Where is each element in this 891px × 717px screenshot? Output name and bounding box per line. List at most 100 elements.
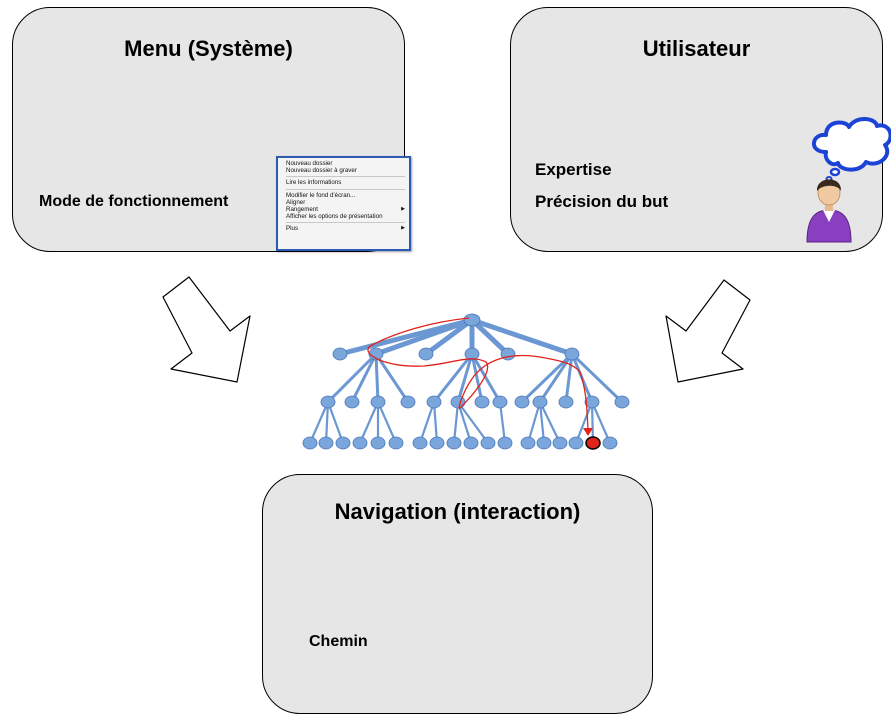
tree-edge <box>374 353 410 403</box>
tree-node <box>532 395 548 409</box>
tree-node <box>552 436 568 450</box>
tree-edge <box>308 401 330 444</box>
context-menu-item[interactable]: Nouveau dossier à graver <box>286 167 357 175</box>
tree-edge <box>538 401 546 444</box>
tree-node <box>568 436 584 450</box>
tree-node <box>388 436 404 450</box>
tree-node <box>426 395 442 409</box>
tree-edge <box>590 401 612 444</box>
tree-edge <box>590 401 595 444</box>
tree-node <box>463 436 479 450</box>
tree-edge <box>432 353 474 403</box>
expertise-label: Expertise <box>535 160 612 179</box>
path-arrowhead-icon <box>583 428 593 436</box>
target-node <box>585 436 601 450</box>
block-arrow-icon <box>665 279 751 383</box>
tree-edge <box>457 401 489 444</box>
tree-node <box>536 436 552 450</box>
context-menu-item[interactable]: Rangement▶ <box>286 206 405 214</box>
tree-node <box>302 436 318 450</box>
tree-node <box>352 436 368 450</box>
tree-edge <box>375 317 473 357</box>
tree-node <box>400 395 416 409</box>
tree-edge <box>452 401 460 444</box>
navigation-box: Navigation (interaction) Chemin <box>262 474 653 714</box>
tree-node <box>370 436 386 450</box>
tree-edge <box>470 353 484 403</box>
path-label: Chemin <box>309 633 368 650</box>
tree-node <box>418 347 434 361</box>
tree-edge <box>424 317 474 357</box>
context-menu-item[interactable]: Plus▶ <box>286 225 405 233</box>
tree-node <box>446 436 462 450</box>
tree-node <box>564 347 580 361</box>
thought-bubble-icon <box>812 117 891 182</box>
tree-node <box>558 395 574 409</box>
tree-nodes <box>302 313 630 450</box>
operating-mode-label: Mode de fonctionnement <box>39 193 229 210</box>
menu-system-title: Menu (Système) <box>124 36 293 61</box>
context-menu-separator <box>286 188 405 190</box>
goal-precision-label: Précision du but <box>535 192 669 211</box>
tree-edge <box>456 353 474 403</box>
tree-node <box>480 436 496 450</box>
tree-edge <box>471 317 573 357</box>
context-menu-separator <box>286 222 405 224</box>
tree-node <box>429 436 445 450</box>
tree-edge <box>374 353 380 403</box>
tree-edge <box>538 353 574 403</box>
tree-edge <box>564 353 574 403</box>
tree-edge <box>539 401 561 444</box>
tree-edge <box>324 401 330 444</box>
context-menu-item[interactable]: Nouveau dossier <box>286 160 333 167</box>
tree-edge <box>418 401 436 444</box>
tree-edge <box>574 401 594 444</box>
person-icon <box>806 179 852 243</box>
tree-edge <box>326 401 345 444</box>
tree-node <box>344 395 360 409</box>
tree-edge <box>498 401 507 444</box>
tree-node <box>514 395 530 409</box>
tree-node <box>463 313 481 327</box>
user-title: Utilisateur <box>642 36 751 61</box>
tree-node <box>450 395 466 409</box>
tree-node <box>332 347 348 361</box>
tree-edge <box>526 401 542 444</box>
tree-edge <box>456 401 473 444</box>
tree-edge <box>350 353 378 403</box>
context-menu: Nouveau dossier Nouveau dossier à graver… <box>276 156 411 251</box>
tree-edge <box>470 318 510 356</box>
tree-edge <box>432 401 439 444</box>
tree-node <box>370 395 386 409</box>
tree-node <box>602 436 618 450</box>
tree-node <box>412 436 428 450</box>
block-arrow-icon <box>162 276 251 383</box>
tree-node <box>520 436 536 450</box>
submenu-arrow-icon: ▶ <box>401 225 405 232</box>
navigation-path <box>367 317 589 431</box>
tree-node <box>614 395 630 409</box>
context-menu-item[interactable]: Afficher les options de présentation <box>286 213 383 221</box>
navigation-title: Navigation (interaction) <box>334 499 581 524</box>
context-menu-item[interactable]: Aligner <box>286 198 306 206</box>
context-menu-item[interactable]: Lire les informations <box>286 179 342 187</box>
tree-node <box>335 436 351 450</box>
submenu-arrow-icon: ▶ <box>401 206 405 213</box>
tree-node <box>320 395 336 409</box>
context-menu-item[interactable]: Modifier le fond d'écran... <box>286 191 356 199</box>
tree-node <box>474 395 490 409</box>
tree-node <box>497 436 513 450</box>
menu-system-box: Menu (Système) Mode de fonctionnement <box>12 7 405 252</box>
tree-node <box>318 436 334 450</box>
tree-edge <box>470 353 502 403</box>
tree-edge <box>326 352 378 404</box>
tree-node <box>492 395 508 409</box>
context-menu-separator <box>286 176 405 178</box>
tree-edge <box>570 352 624 404</box>
tree-edge <box>358 401 380 444</box>
tree-edge <box>376 401 398 444</box>
tree-node <box>464 347 480 361</box>
tree-node <box>584 395 600 409</box>
tree-edges <box>308 317 624 444</box>
